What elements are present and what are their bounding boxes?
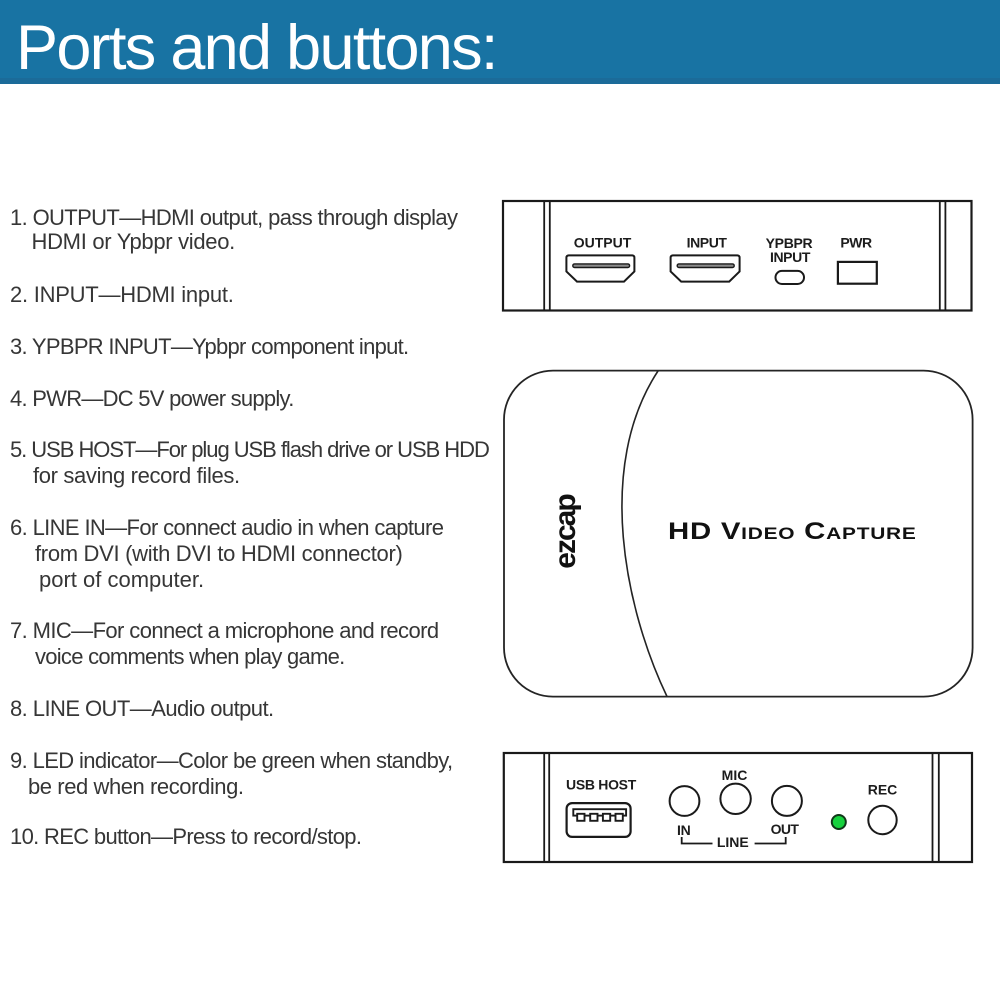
- svg-text:LINE: LINE: [717, 834, 749, 850]
- svg-text:USB HOST: USB HOST: [566, 777, 637, 793]
- svg-text:OUTPUT: OUTPUT: [574, 235, 632, 251]
- svg-text:INPUT: INPUT: [687, 235, 728, 251]
- svg-text:YPBPR: YPBPR: [766, 235, 813, 251]
- svg-text:MIC: MIC: [722, 767, 748, 783]
- svg-text:OUT: OUT: [771, 821, 800, 837]
- svg-text:REC: REC: [868, 781, 898, 797]
- svg-text:IN: IN: [677, 822, 691, 838]
- svg-text:INPUT: INPUT: [770, 249, 811, 265]
- svg-text:PWR: PWR: [840, 235, 872, 251]
- svg-text:HD Video Capture: HD Video Capture: [668, 518, 917, 545]
- svg-text:ezcap: ezcap: [549, 494, 582, 569]
